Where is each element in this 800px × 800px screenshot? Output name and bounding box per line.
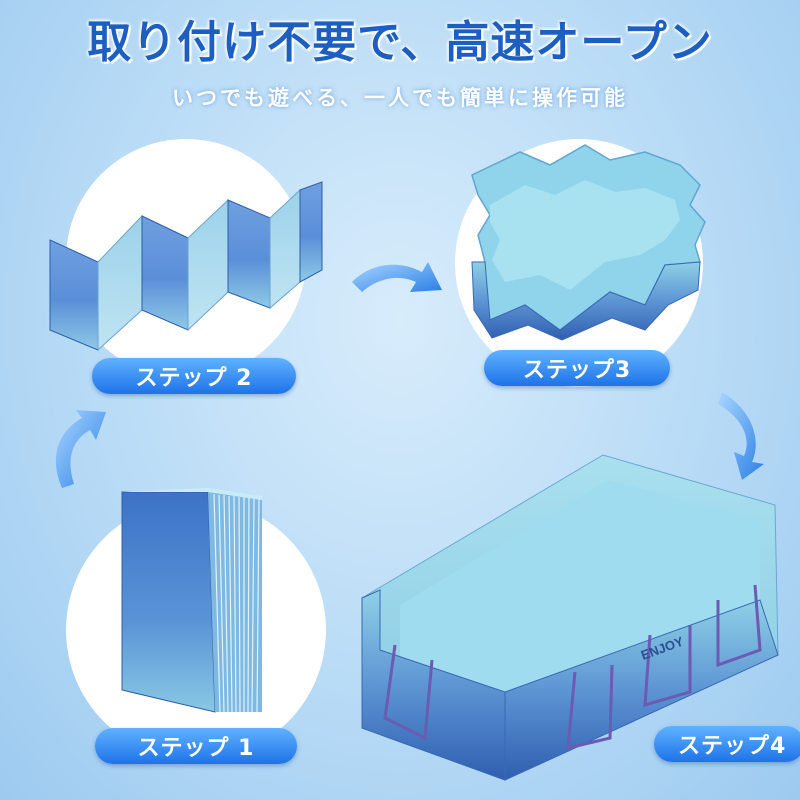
step2-folded-panels bbox=[49, 181, 323, 352]
step2-label: ステップ 2 bbox=[92, 358, 296, 394]
step1-stacked-panels bbox=[121, 488, 262, 713]
step3-label: ステップ3 bbox=[484, 350, 670, 386]
step3-star-pool bbox=[471, 144, 706, 341]
headline: 取り付け不要で、高速オープン bbox=[87, 17, 713, 68]
arrow-step3-to-step4 bbox=[718, 392, 764, 480]
step4-label: ステップ4 bbox=[654, 726, 800, 762]
subheadline: いつでも遊べる、一人でも簡単に操作可能 bbox=[172, 86, 628, 110]
step4-rect-pool: ENJOY bbox=[361, 454, 779, 781]
arrow-step1-to-step2 bbox=[55, 410, 106, 488]
arrow-step2-to-step3 bbox=[352, 262, 442, 292]
step1-label: ステップ 1 bbox=[95, 728, 297, 764]
